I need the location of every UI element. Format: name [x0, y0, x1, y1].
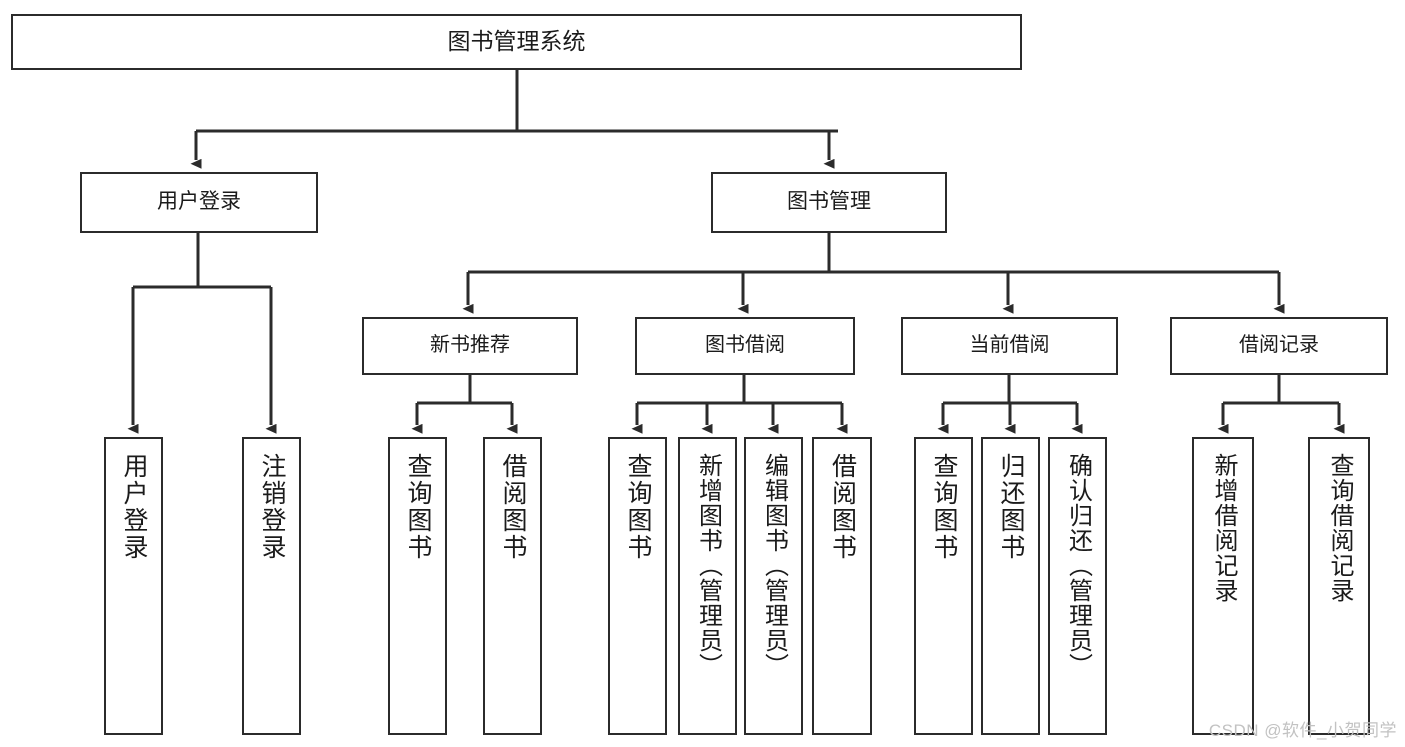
node-label: 注销登录 [258, 453, 286, 561]
node-label: 查询图书 [930, 453, 958, 561]
leaf-query-borrow-record[interactable]: 查询借阅记录 [1308, 437, 1370, 735]
node-label: 用户登录 [157, 190, 241, 214]
node-label: 借阅图书 [828, 453, 857, 561]
node-label: 图书管理 [787, 190, 871, 214]
node-label: 当前借阅 [969, 334, 1050, 357]
leaf-edit-book-admin[interactable]: 编辑图书（管理员） [744, 437, 803, 735]
node-new-book-recommend[interactable]: 新书推荐 [362, 317, 578, 375]
node-book-borrow[interactable]: 图书借阅 [635, 317, 855, 375]
leaf-add-borrow-record[interactable]: 新增借阅记录 [1192, 437, 1254, 735]
node-label: 用户登录 [120, 453, 148, 561]
node-book-management[interactable]: 图书管理 [711, 172, 947, 233]
node-label: 查询图书 [404, 453, 432, 561]
node-root-system[interactable]: 图书管理系统 [11, 14, 1022, 70]
node-label: 查询借阅记录 [1326, 453, 1353, 603]
node-label: 编辑图书（管理员） [760, 453, 788, 678]
node-label: 图书管理系统 [447, 28, 586, 55]
node-label: 借阅记录 [1239, 334, 1319, 357]
leaf-query-book-new[interactable]: 查询图书 [388, 437, 447, 735]
watermark: CSDN @软件_小贺同学 [1208, 721, 1397, 740]
node-label: 新增借阅记录 [1210, 453, 1237, 603]
node-label: 查询图书 [624, 453, 652, 561]
leaf-user-login[interactable]: 用户登录 [104, 437, 163, 735]
leaf-return-book[interactable]: 归还图书 [981, 437, 1040, 735]
leaf-add-book-admin[interactable]: 新增图书（管理员） [678, 437, 737, 735]
node-label: 新增图书（管理员） [694, 453, 722, 678]
node-label: 归还图书 [997, 453, 1025, 561]
node-label: 确认归还（管理员） [1064, 453, 1092, 678]
node-label: 借阅图书 [499, 453, 527, 561]
leaf-borrow-book-new[interactable]: 借阅图书 [483, 437, 542, 735]
node-borrow-record[interactable]: 借阅记录 [1170, 317, 1388, 375]
node-current-borrow[interactable]: 当前借阅 [901, 317, 1118, 375]
leaf-user-logout[interactable]: 注销登录 [242, 437, 301, 735]
leaf-query-book-current[interactable]: 查询图书 [914, 437, 973, 735]
node-label: 图书借阅 [705, 334, 785, 357]
leaf-borrow-book[interactable]: 借阅图书 [812, 437, 872, 735]
leaf-query-book-borrow[interactable]: 查询图书 [608, 437, 667, 735]
leaf-confirm-return-admin[interactable]: 确认归还（管理员） [1048, 437, 1107, 735]
node-user-login[interactable]: 用户登录 [80, 172, 318, 233]
node-label: 新书推荐 [430, 334, 510, 357]
